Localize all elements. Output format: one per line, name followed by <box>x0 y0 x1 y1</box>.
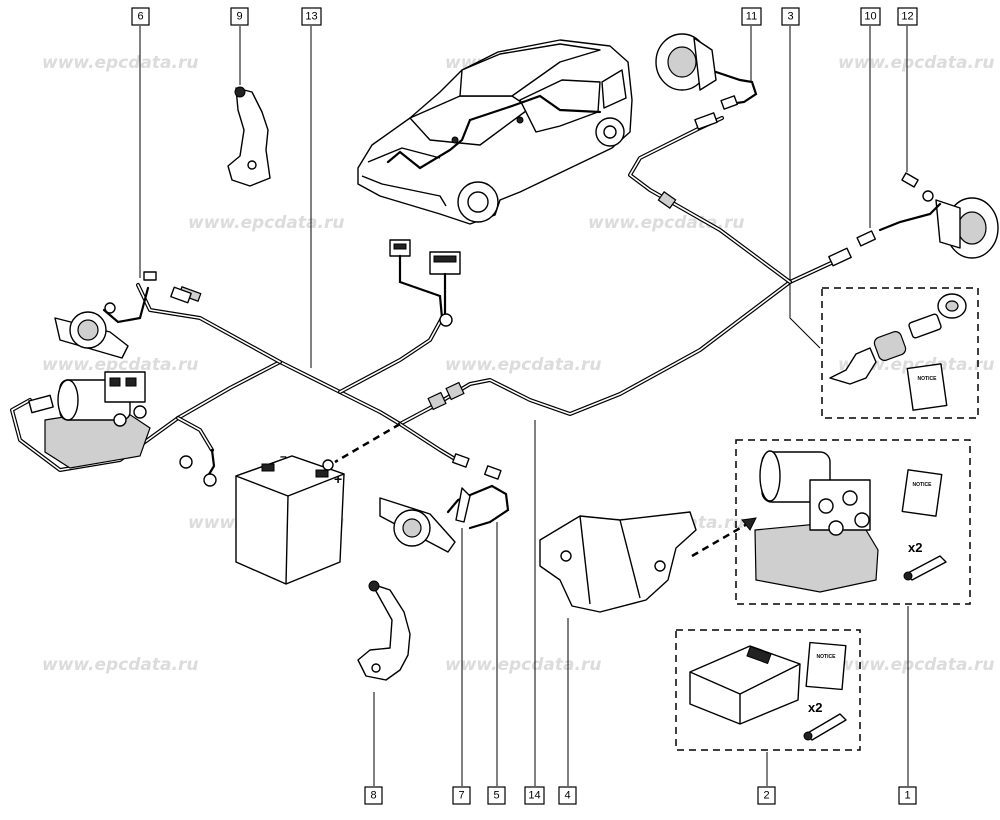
watermark: www.epcdata.ru <box>838 53 994 73</box>
svg-text:10: 10 <box>864 11 876 23</box>
watermark: www.epcdata.ru <box>588 213 744 233</box>
svg-text:4: 4 <box>564 790 570 802</box>
part-8-bracket <box>357 580 411 681</box>
watermark: www.epcdata.ru <box>42 655 198 675</box>
watermark: www.epcdata.ru <box>42 355 198 375</box>
car-illustration <box>357 39 633 225</box>
part-2-ecu-kit: NOTICE x2 <box>675 629 861 751</box>
watermark: www.epcdata.ru <box>188 213 344 233</box>
harness-connectors <box>389 239 461 327</box>
part-11-right-rear-hub <box>655 33 758 130</box>
notice-label: NOTICE <box>918 376 938 382</box>
callout-13: 13 <box>301 7 322 26</box>
callout-14: 14 <box>524 786 545 805</box>
callout-10: 10 <box>860 7 881 26</box>
svg-text:3: 3 <box>787 11 793 23</box>
svg-text:1: 1 <box>904 790 910 802</box>
watermark: www.epcdata.ru <box>838 655 994 675</box>
battery-plus-symbol: + <box>334 471 342 487</box>
callout-3: 3 <box>781 7 800 26</box>
ground-strap <box>179 448 217 487</box>
quantity-label: x2 <box>908 540 922 555</box>
notice-label: NOTICE <box>913 482 933 488</box>
callout-11: 11 <box>741 7 762 26</box>
callout-8: 8 <box>364 786 383 805</box>
svg-text:7: 7 <box>458 790 464 802</box>
callout-12: 12 <box>897 7 918 26</box>
quantity-label: x2 <box>808 700 822 715</box>
callout-4: 4 <box>558 786 577 805</box>
callout-6: 6 <box>131 7 150 26</box>
part-9-bracket <box>227 86 271 187</box>
leader-lines <box>139 26 909 786</box>
svg-text:9: 9 <box>236 11 242 23</box>
svg-text:2: 2 <box>763 790 769 802</box>
svg-text:11: 11 <box>746 11 757 23</box>
svg-text:14: 14 <box>528 790 540 802</box>
battery: + – <box>235 449 345 585</box>
part-1-hydraulic-kit: NOTICE x2 <box>735 439 971 605</box>
callout-2: 2 <box>757 786 776 805</box>
part-4-bracket <box>539 511 757 613</box>
watermark: www.epcdata.ru <box>838 355 994 375</box>
battery-minus-symbol: – <box>280 449 287 463</box>
callout-1: 1 <box>898 786 917 805</box>
callout-7: 7 <box>452 786 471 805</box>
part-7-5-front-sensor <box>379 453 510 553</box>
callout-5: 5 <box>487 786 506 805</box>
svg-text:13: 13 <box>305 11 317 23</box>
hydraulic-unit <box>28 371 151 469</box>
part-12-10-right-front-hub <box>828 172 999 267</box>
notice-label: NOTICE <box>817 654 837 660</box>
watermark: www.epcdata.ru <box>445 355 601 375</box>
callout-9: 9 <box>230 7 249 26</box>
svg-text:5: 5 <box>493 790 499 802</box>
part-6-wheel-sensor <box>54 271 192 359</box>
svg-text:6: 6 <box>137 11 143 23</box>
watermark: www.epcdata.ru <box>445 655 601 675</box>
watermark: www.epcdata.ru <box>42 53 198 73</box>
part-3-sensor-kit: NOTICE <box>821 287 979 419</box>
svg-text:12: 12 <box>901 11 913 23</box>
svg-text:8: 8 <box>370 790 376 802</box>
